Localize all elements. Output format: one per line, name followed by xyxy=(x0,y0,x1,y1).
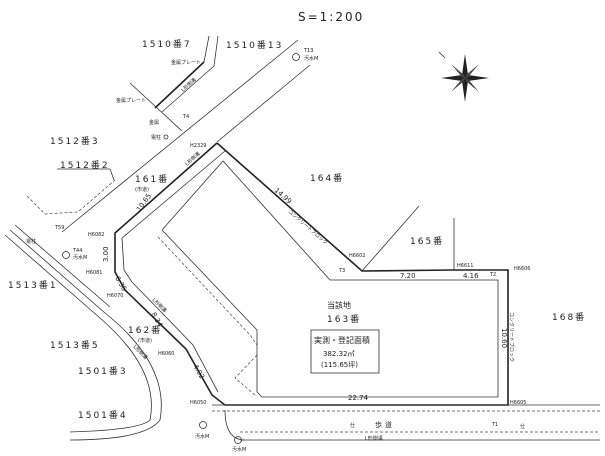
point-h6082: H6082 xyxy=(88,232,104,238)
metal-label: 金属 xyxy=(149,119,159,126)
point-t2: T2 xyxy=(489,272,496,278)
subject-lot: 163番 xyxy=(327,313,361,325)
sewer-manhole-icon xyxy=(62,251,70,259)
point-h2329: H2329 xyxy=(190,143,206,149)
point-t3: T3 xyxy=(338,268,345,274)
point-t44: T44 xyxy=(72,248,82,254)
dim-22-74: 22.74 xyxy=(348,394,369,402)
point-t13: T13 xyxy=(303,48,313,54)
lot-boundary xyxy=(114,142,509,406)
dim-10-60: 10.60 xyxy=(500,328,508,348)
pole-label-2: 電柱 xyxy=(26,238,36,245)
gutter-label-5: L形側溝 xyxy=(365,435,383,442)
parcel-1510-7: 1510番7 xyxy=(142,38,192,50)
block-label-2: コンクリートブロック xyxy=(508,312,515,362)
area-box xyxy=(310,329,380,374)
gutter-label-4: L形側溝 xyxy=(132,343,150,361)
point-h6070: H6070 xyxy=(107,293,123,299)
plate-label-1: 金属プレート xyxy=(171,59,201,66)
subject-label: 当該地 xyxy=(327,300,351,310)
gutter-label-3: L形側溝 xyxy=(151,296,169,314)
point-h6050: H6050 xyxy=(190,400,206,406)
point-h6081: H6081 xyxy=(86,270,102,276)
sewer-label-4: 汚水M xyxy=(232,446,246,453)
point-t4: T4 xyxy=(182,114,189,120)
point-t59: T59 xyxy=(54,225,64,231)
parcel-1513-5: 1513番5 xyxy=(50,339,100,351)
pole-label-1: 電柱 xyxy=(151,134,161,141)
dim-3-00: 3.00 xyxy=(102,246,110,262)
point-h6060: H6060 xyxy=(158,351,174,357)
parcel-1512-2: 1512番2 xyxy=(60,159,110,171)
point-h6602: H6602 xyxy=(349,253,365,259)
gutter-label-1: L形側溝 xyxy=(180,76,198,93)
point-t1: T1 xyxy=(491,422,498,428)
parcel-161-note: (市道) xyxy=(135,186,149,193)
finish-label-1: 仕 xyxy=(350,422,355,429)
parcel-165: 165番 xyxy=(410,235,444,247)
parcel-164: 164番 xyxy=(310,172,344,184)
plate-label-2: 金属プレート xyxy=(116,97,146,104)
sewer-manhole-icon xyxy=(292,53,300,61)
left-road xyxy=(4,224,162,441)
sidewalk-label: 歩道 xyxy=(375,420,395,429)
area-m2: 382.32㎡ xyxy=(323,350,355,358)
parcel-1501-4: 1501番4 xyxy=(78,409,128,421)
bottom-road xyxy=(212,404,600,441)
parcel-1512-3: 1512番3 xyxy=(50,135,100,147)
point-h6606: H6606 xyxy=(514,266,530,272)
dim-4-16: 4.16 xyxy=(463,272,479,280)
scale-label: S=1:200 xyxy=(298,10,364,24)
parcel-162-note: (市道) xyxy=(138,337,152,344)
area-tsubo: (115.65坪) xyxy=(321,361,358,369)
parcel-162: 162番 xyxy=(128,324,162,336)
parcel-1513-1: 1513番1 xyxy=(8,279,58,291)
pole-icon xyxy=(163,134,169,140)
point-h6611: H6611 xyxy=(457,263,473,269)
parcel-1510-13: 1510番13 xyxy=(226,39,283,51)
parcel-161: 161番 xyxy=(135,173,169,185)
parcel-168: 168番 xyxy=(552,311,586,323)
sewer-manhole-icon xyxy=(199,421,207,429)
sewer-manhole-icon xyxy=(234,436,242,444)
sewer-label-2: 汚水M xyxy=(73,254,87,261)
block-label-1: コンクリートブロック xyxy=(287,208,329,246)
finish-label-2: 仕 xyxy=(520,423,525,430)
sewer-label-1: 汚水M xyxy=(304,55,318,62)
sewer-label-3: 汚水M xyxy=(195,433,209,440)
dim-14-99: 14.99 xyxy=(273,186,293,205)
area-title: 実測・登記面積 xyxy=(314,335,370,345)
parcel-1501-3: 1501番3 xyxy=(78,365,128,377)
point-h6605: H6605 xyxy=(510,400,526,406)
dim-7-20: 7.20 xyxy=(400,272,416,280)
upper-road xyxy=(26,35,311,233)
inner-outline xyxy=(157,160,499,398)
compass-icon xyxy=(438,51,489,102)
